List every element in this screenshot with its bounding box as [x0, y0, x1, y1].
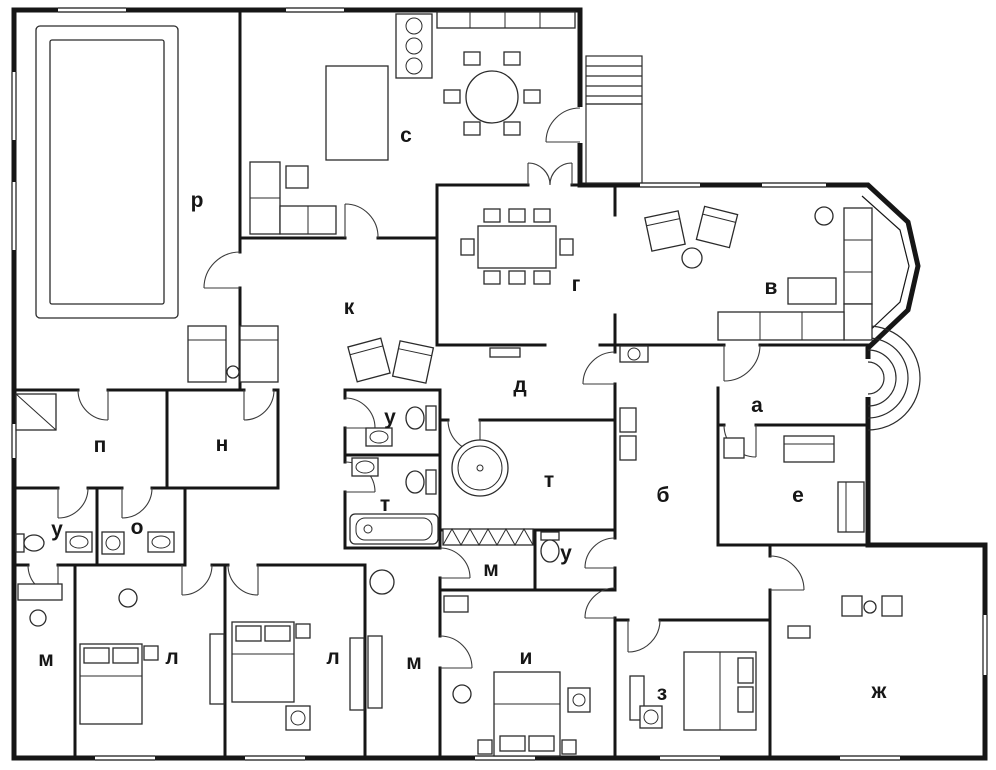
lounge-chairs: [187, 325, 279, 383]
plant-hall: [369, 569, 395, 595]
corner-sofa-kitchen: [249, 161, 337, 235]
bed-room-l2: [231, 621, 311, 703]
wardrobe-room-i: [443, 595, 469, 613]
doors: [27, 107, 805, 669]
wardrobe-room-l2: [349, 637, 365, 711]
shower-room-p: [15, 393, 57, 431]
living-sofa: [717, 207, 873, 341]
room-label-z: з: [657, 682, 667, 705]
washer-room-z: [639, 705, 663, 729]
room-label-r: р: [191, 189, 204, 212]
window: [762, 181, 826, 189]
swimming-pool: [35, 25, 179, 319]
window: [840, 754, 900, 762]
window: [95, 754, 155, 762]
exterior-door-openings: [574, 107, 874, 397]
room-label-v: в: [765, 276, 778, 299]
room-label-d: д: [513, 374, 526, 397]
sink-bath-o: [147, 531, 175, 553]
room-label-n: н: [216, 433, 229, 456]
bed-room-z: [683, 651, 757, 731]
chair-room-i: [452, 684, 472, 704]
bed-room-i: [477, 671, 577, 757]
room-label-b: б: [657, 484, 670, 507]
room-e-sofas: [723, 435, 865, 533]
bed-room-l1: [79, 643, 159, 725]
bathtub: [349, 513, 439, 545]
room-label-m-sauna: м: [483, 558, 499, 581]
toilet-wc-left: [15, 533, 45, 553]
console-shelf: [489, 347, 521, 358]
window: [286, 6, 344, 14]
interior-walls: [12, 8, 870, 760]
closet-shelving: [17, 583, 63, 627]
room-label-t-left: т: [380, 493, 390, 516]
room-labels: р с к г в д а у н п б е т т у о м у м л …: [38, 124, 887, 705]
room-label-i: и: [520, 646, 533, 669]
washer-bath-o: [101, 531, 125, 555]
dining-table: [460, 208, 574, 285]
washer-room-l2: [285, 705, 311, 731]
curved-steps-east: [867, 325, 921, 431]
window: [245, 754, 305, 762]
room-label-g: г: [572, 273, 581, 296]
toilet-bath-t: [405, 469, 437, 495]
garage-equipment: [787, 595, 903, 639]
entrance-stairs-top: [585, 55, 643, 184]
window: [10, 72, 18, 140]
room-label-m-closet: м: [38, 648, 54, 671]
window: [58, 6, 126, 14]
hall-radiators: [619, 407, 637, 461]
toilet-sauna-wc: [540, 531, 560, 563]
round-dining-table: [443, 51, 541, 136]
room-label-zh: ж: [871, 680, 888, 703]
room-label-u-center: у: [384, 406, 396, 429]
room-label-e: е: [792, 484, 804, 507]
room-label-s: с: [400, 124, 412, 147]
room-label-a: а: [751, 394, 763, 417]
living-armchairs: [644, 205, 739, 269]
window: [981, 615, 989, 675]
window: [660, 754, 720, 762]
hall-armchairs: [347, 337, 435, 384]
windows: [10, 6, 989, 762]
room-label-u-left: у: [51, 518, 63, 541]
room-label-o: о: [131, 516, 144, 539]
sink-bath-t: [351, 457, 379, 477]
bay-window-glazing: [861, 195, 910, 339]
sauna-heater: [442, 527, 534, 547]
coffee-table: [787, 277, 837, 305]
toilet-wc-center: [405, 405, 437, 431]
room-label-l2: л: [326, 646, 339, 669]
room-label-k: к: [344, 296, 355, 319]
sink-wc-left: [65, 531, 93, 553]
dresser-room-i: [567, 687, 591, 713]
stool-room-l1: [118, 588, 138, 608]
hall-vanity: [619, 345, 649, 363]
hot-tub: [451, 439, 509, 497]
sink-wc-center: [365, 427, 393, 447]
kitchen-island: [325, 65, 389, 161]
plant: [814, 206, 834, 226]
window: [10, 182, 18, 250]
wardrobe-room-l1: [209, 633, 225, 705]
side-table: [681, 247, 703, 269]
wardrobe-hall: [367, 635, 383, 709]
room-label-u-sauna: у: [560, 542, 572, 565]
window: [640, 181, 700, 189]
room-label-t-center: т: [544, 469, 554, 492]
stove-sink-counter: [395, 13, 433, 79]
kitchen-counter: [436, 11, 576, 29]
room-label-p: п: [94, 434, 107, 457]
room-label-l1: л: [165, 646, 178, 669]
room-label-m-hall: м: [406, 651, 422, 674]
